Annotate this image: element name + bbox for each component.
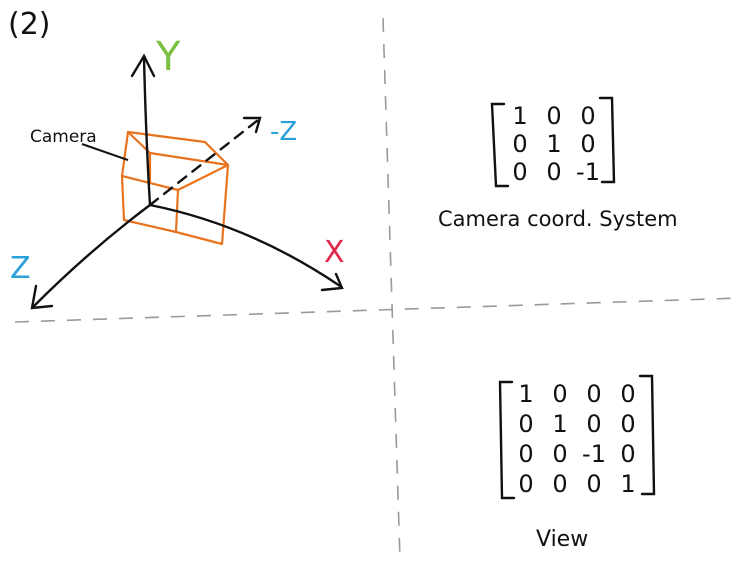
view-matrix-cell-r4c3: 0 — [586, 470, 601, 498]
view-matrix-cell-r4c4: 1 — [620, 470, 635, 498]
neg-z-axis-arrowhead — [242, 116, 262, 134]
camera-matrix-cell-r2c3: 0 — [580, 130, 595, 158]
camera-matrix-caption: Camera coord. System — [438, 207, 678, 231]
view-matrix-left-bracket — [498, 380, 516, 500]
view-matrix-cell-r2c4: 0 — [620, 410, 635, 438]
view-matrix-cell-r2c3: 0 — [586, 410, 601, 438]
camera-matrix-cell-r3c3: -1 — [576, 158, 600, 186]
view-matrix-cell-r1c3: 0 — [586, 380, 601, 408]
camera-box-side-face — [175, 163, 230, 246]
view-matrix-cell-r3c3: -1 — [582, 440, 606, 468]
view-matrix — [498, 374, 656, 500]
neg-z-axis — [148, 116, 262, 207]
view-matrix-cell-r1c4: 0 — [620, 380, 635, 408]
view-matrix-cell-r4c1: 0 — [518, 470, 533, 498]
view-matrix-cell-r1c1: 1 — [518, 380, 533, 408]
camera-matrix — [490, 96, 616, 188]
view-matrix-cell-r4c2: 0 — [552, 470, 567, 498]
camera-box-back — [126, 130, 230, 167]
camera-label: Camera — [30, 127, 97, 147]
y-axis — [130, 53, 156, 207]
y-axis-line — [142, 56, 152, 207]
camera-matrix-cell-r2c1: 0 — [512, 130, 527, 158]
camera-matrix-cell-r1c3: 0 — [580, 102, 595, 130]
z-axis — [30, 203, 152, 310]
neg-z-axis-line — [148, 118, 260, 207]
camera-box-edge-1 — [120, 131, 130, 177]
camera-matrix-cell-r1c2: 0 — [546, 102, 561, 130]
z-axis-label: Z — [10, 251, 31, 286]
x-axis-arrowhead — [320, 272, 344, 292]
y-axis-arrowhead — [130, 53, 156, 78]
camera-matrix-cell-r1c1: 1 — [512, 102, 527, 130]
view-matrix-right-bracket — [638, 374, 656, 496]
y-axis-label: Y — [155, 34, 181, 80]
view-matrix-cell-r3c1: 0 — [518, 440, 533, 468]
camera-matrix-cell-r3c2: 0 — [546, 158, 561, 186]
vertical-divider — [382, 17, 401, 561]
view-matrix-cell-r2c1: 0 — [518, 410, 533, 438]
view-matrix-cell-r3c4: 0 — [620, 440, 635, 468]
view-matrix-caption: View — [536, 527, 588, 552]
camera-matrix-cell-r3c1: 0 — [512, 158, 527, 186]
x-axis-label: X — [324, 235, 345, 270]
camera-leader-line — [81, 143, 129, 161]
view-matrix-cell-r2c2: 1 — [552, 410, 567, 438]
view-matrix-cell-r3c2: 0 — [552, 440, 567, 468]
neg-z-axis-label: -Z — [270, 117, 297, 147]
camera-matrix-left-bracket — [490, 102, 510, 188]
camera-matrix-right-bracket — [598, 96, 616, 184]
horizontal-divider — [14, 297, 741, 323]
x-axis — [148, 203, 344, 292]
problem-label: (2) — [8, 7, 51, 42]
x-axis-line — [148, 203, 342, 288]
camera-box — [120, 130, 230, 246]
z-axis-arrowhead — [30, 284, 54, 310]
view-matrix-cell-r1c2: 0 — [552, 380, 567, 408]
camera-matrix-cell-r2c2: 1 — [546, 130, 561, 158]
z-axis-line — [32, 203, 152, 308]
